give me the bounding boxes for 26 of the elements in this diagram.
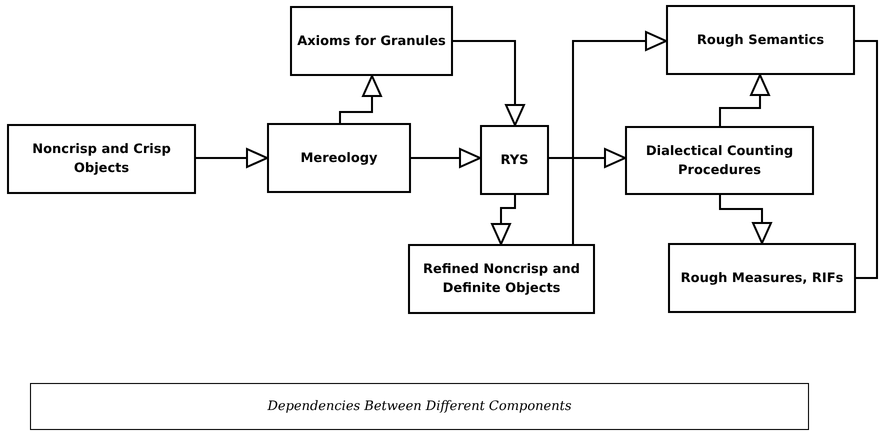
process-box [480,125,549,195]
box-label: Refined Noncrisp and Definite Objects [422,261,581,298]
arrow [719,74,770,126]
box-label: Rough Measures, RIFs [680,270,844,288]
process-box [7,124,196,194]
box-label: Noncrisp and Crisp Objects [31,141,172,178]
box-label: RYS [500,152,529,170]
arrow [411,148,481,168]
process-box [267,123,411,193]
caption: Dependencies Between Different Components [30,383,809,430]
arrow [196,148,268,168]
process-box [668,243,856,313]
arrow [339,75,382,123]
process-box [290,6,453,76]
box-label: Mereology [300,150,378,168]
process-box [408,244,595,314]
arrow [549,148,626,168]
process-box [666,5,855,75]
box-label: Dialectical Counting Procedures [644,142,794,180]
arrow [719,195,772,244]
process-box [625,126,814,195]
arrow [572,31,667,244]
box-label: Rough Semantics [696,32,824,50]
box-label: Axioms for Granules [297,32,446,50]
arrow [491,195,516,245]
arrow [453,40,525,126]
